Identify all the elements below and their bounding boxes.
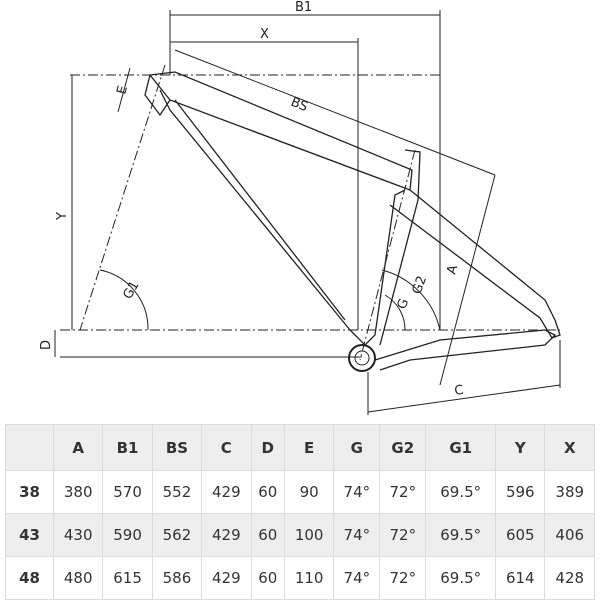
value-cell: 596 — [495, 470, 546, 514]
size-cell: 38 — [5, 470, 54, 514]
header-cell: C — [201, 424, 252, 471]
value-cell: 60 — [250, 513, 285, 557]
value-cell: 605 — [495, 513, 546, 557]
value-cell: 406 — [544, 513, 595, 557]
header-cell — [5, 424, 54, 471]
header-cell: G — [333, 424, 381, 471]
header-cell: BS — [151, 424, 203, 471]
bottom-bracket — [348, 344, 376, 372]
value-cell: 69.5° — [425, 470, 497, 514]
label-b1: B1 — [295, 0, 312, 15]
value-cell: 586 — [151, 556, 203, 600]
value-cell: 430 — [52, 513, 104, 557]
dimension-c — [367, 384, 561, 413]
size-cell: 43 — [5, 513, 54, 557]
value-cell: 74° — [333, 513, 381, 557]
value-cell: 570 — [102, 470, 153, 514]
header-cell: X — [544, 424, 595, 471]
value-cell: 562 — [151, 513, 203, 557]
value-cell: 429 — [201, 556, 252, 600]
value-cell: 389 — [544, 470, 595, 514]
label-d: D — [39, 340, 54, 350]
label-c: C — [453, 383, 464, 399]
value-cell: 60 — [250, 556, 285, 600]
value-cell: 428 — [544, 556, 595, 600]
dimension-b1 — [169, 10, 441, 330]
value-cell: 72° — [379, 470, 427, 514]
value-cell: 72° — [379, 556, 427, 600]
size-cell: 48 — [5, 556, 54, 600]
dimension-e — [117, 67, 131, 113]
dimension-a — [439, 174, 496, 386]
header-cell: Y — [495, 424, 546, 471]
label-e: E — [114, 84, 131, 96]
label-a: A — [444, 263, 461, 276]
header-cell: G2 — [379, 424, 427, 471]
value-cell: 590 — [102, 513, 153, 557]
value-cell: 614 — [495, 556, 546, 600]
label-x: X — [260, 27, 269, 42]
header-cell: E — [283, 424, 335, 471]
dimension-bs — [174, 49, 496, 176]
label-y: Y — [55, 212, 70, 221]
value-cell: 69.5° — [425, 556, 497, 600]
value-cell: 615 — [102, 556, 153, 600]
value-cell: 110 — [283, 556, 335, 600]
frame-geometry-diagram: B1 X BS E Y D G1 G2 G A C — [39, 0, 561, 415]
table-header-row: A B1 BS C D E G G2 G1 Y X — [5, 424, 595, 471]
value-cell: 429 — [201, 470, 252, 514]
value-cell: 74° — [333, 556, 381, 600]
header-cell: D — [250, 424, 285, 471]
value-cell: 69.5° — [425, 513, 497, 557]
value-cell: 90 — [283, 470, 335, 514]
value-cell: 100 — [283, 513, 335, 557]
value-cell: 74° — [333, 470, 381, 514]
value-cell: 72° — [379, 513, 427, 557]
label-g2: G2 — [410, 274, 430, 296]
value-cell: 552 — [151, 470, 203, 514]
bike-frame — [144, 71, 561, 371]
header-cell: G1 — [425, 424, 497, 471]
label-g: G — [395, 297, 413, 312]
value-cell: 60 — [250, 470, 285, 514]
header-cell: A — [52, 424, 104, 471]
label-bs: BS — [289, 95, 310, 115]
value-cell: 429 — [201, 513, 252, 557]
dimension-x — [170, 38, 359, 330]
header-cell: B1 — [102, 424, 153, 471]
value-cell: 380 — [52, 470, 104, 514]
value-cell: 480 — [52, 556, 104, 600]
